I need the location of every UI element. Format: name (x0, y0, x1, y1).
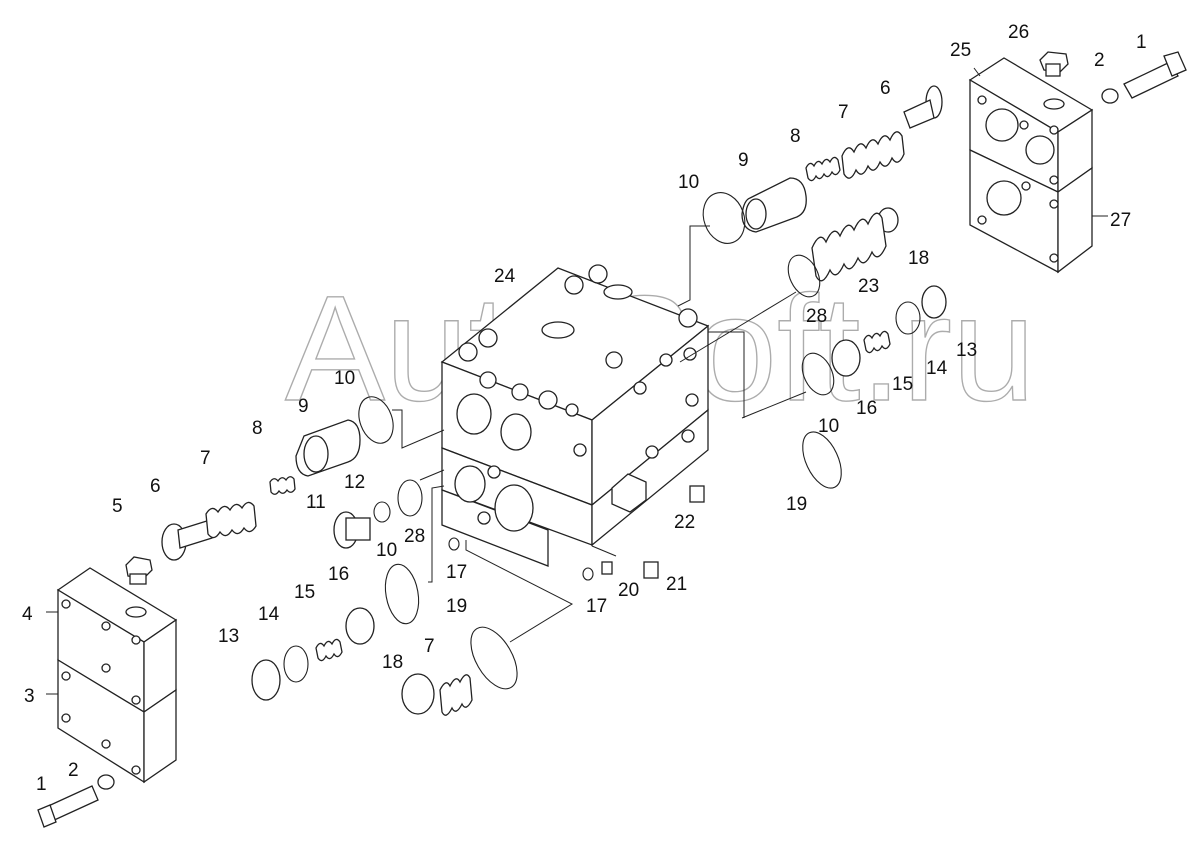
callout-8: 8 (252, 418, 263, 439)
callout-14: 14 (258, 604, 280, 625)
callout-6: 6 (880, 78, 891, 99)
callout-28: 28 (806, 306, 827, 327)
callout-24: 24 (494, 266, 516, 287)
callout-1: 1 (1136, 32, 1147, 53)
callout-18: 18 (382, 652, 403, 673)
valve-body (440, 264, 710, 567)
callout-19: 19 (786, 494, 807, 515)
callout-1: 1 (36, 774, 47, 795)
callout-16: 16 (856, 398, 877, 419)
callout-23: 23 (858, 276, 879, 297)
callout-12: 12 (344, 472, 365, 493)
callout-10: 10 (376, 540, 397, 561)
callout-16: 16 (328, 564, 349, 585)
left-spool-assembly (161, 396, 423, 625)
callout-20: 20 (618, 580, 639, 601)
left-cover-plates (56, 556, 178, 784)
right-middle-components (787, 207, 947, 489)
callout-7: 7 (424, 636, 435, 657)
callout-13: 13 (218, 626, 239, 647)
callout-25: 25 (950, 40, 971, 61)
callout-9: 9 (298, 396, 309, 417)
callout-10: 10 (334, 368, 355, 389)
callout-28: 28 (404, 526, 425, 547)
callouts: 1 2 26 25 6 7 8 9 10 18 23 24 28 27 13 1… (22, 22, 1147, 795)
callout-7: 7 (200, 448, 211, 469)
callout-8: 8 (790, 126, 801, 147)
lower-components (251, 485, 705, 716)
callout-13: 13 (956, 340, 977, 361)
upper-spool-assembly (702, 85, 943, 244)
callout-10: 10 (678, 172, 699, 193)
callout-18: 18 (908, 248, 929, 269)
callout-5: 5 (112, 496, 123, 517)
right-cover-plates (968, 51, 1094, 274)
callout-26: 26 (1008, 22, 1029, 43)
callout-9: 9 (738, 150, 749, 171)
callout-10: 10 (818, 416, 839, 437)
leader-lines (46, 67, 1108, 695)
callout-21: 21 (666, 574, 687, 595)
callout-7: 7 (838, 102, 849, 123)
callout-22: 22 (674, 512, 695, 533)
callout-27: 27 (1110, 210, 1131, 231)
callout-15: 15 (294, 582, 315, 603)
callout-14: 14 (926, 358, 948, 379)
bolts-washers (37, 51, 1187, 828)
callout-11: 11 (306, 492, 326, 513)
callout-2: 2 (1094, 50, 1105, 71)
callout-4: 4 (22, 604, 33, 625)
callout-6: 6 (150, 476, 161, 497)
callout-2: 2 (68, 760, 79, 781)
callout-3: 3 (24, 686, 35, 707)
callout-15: 15 (892, 374, 913, 395)
callout-17: 17 (586, 596, 607, 617)
callout-19: 19 (446, 596, 467, 617)
callout-17: 17 (446, 562, 467, 583)
